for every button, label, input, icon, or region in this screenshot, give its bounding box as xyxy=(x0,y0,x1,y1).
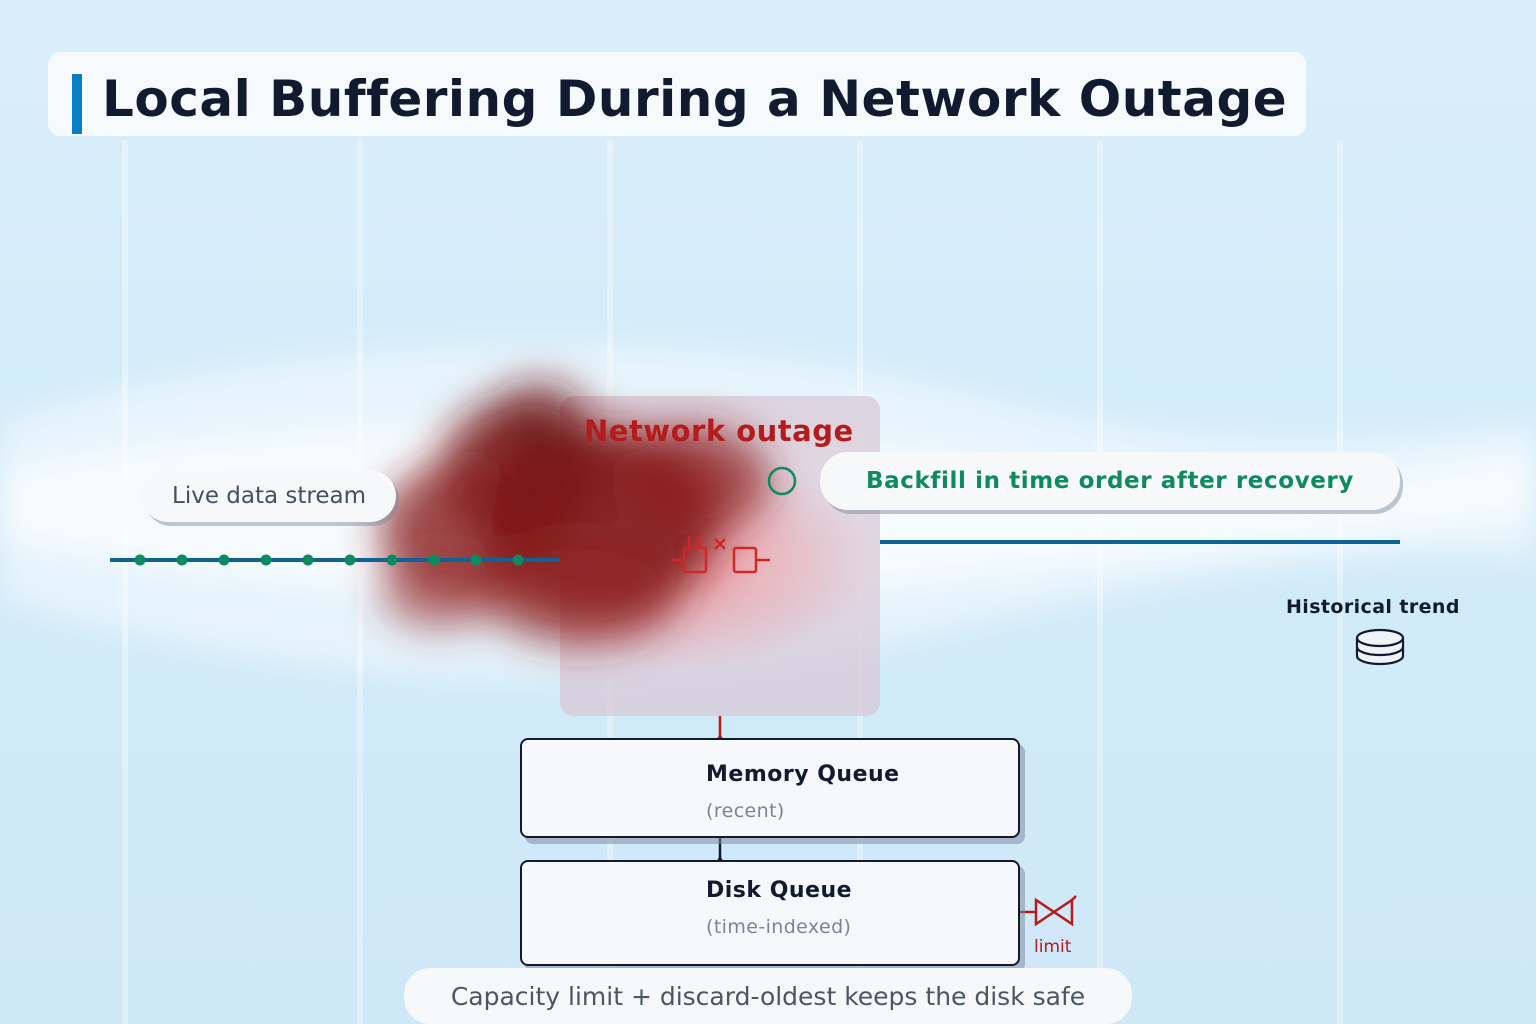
circle-marker-icon xyxy=(767,466,797,496)
disk-queue-title: Disk Queue xyxy=(706,878,853,903)
stream-data-point xyxy=(344,554,356,566)
title-accent-bar xyxy=(72,74,82,134)
stream-data-point xyxy=(134,554,146,566)
stream-data-point xyxy=(470,554,482,566)
memory-queue-title: Memory Queue xyxy=(706,762,900,787)
stream-data-point xyxy=(176,554,188,566)
memory-queue-box: Memory Queue (recent) xyxy=(520,738,1020,838)
stream-data-point xyxy=(302,554,314,566)
stream-data-point xyxy=(428,554,440,566)
stream-points xyxy=(134,554,524,566)
database-icon xyxy=(1355,628,1405,666)
outage-smoke-cloud xyxy=(380,380,770,645)
stream-data-point xyxy=(218,554,230,566)
stream-data-point xyxy=(512,554,524,566)
live-stream-label: Live data stream xyxy=(142,470,396,522)
broken-connection-icon xyxy=(672,536,770,574)
disk-queue-box: Disk Queue (time-indexed) xyxy=(520,860,1020,966)
page-title: Local Buffering During a Network Outage xyxy=(102,70,1288,128)
stream-data-point xyxy=(386,554,398,566)
memory-queue-subtitle: (recent) xyxy=(706,800,785,822)
limit-label: limit xyxy=(1034,937,1072,957)
disk-queue-subtitle: (time-indexed) xyxy=(706,916,852,938)
valve-icon xyxy=(1020,895,1077,927)
title-card: Local Buffering During a Network Outage xyxy=(48,52,1306,136)
stream-data-point xyxy=(260,554,272,566)
backfill-label: Backfill in time order after recovery xyxy=(820,452,1400,510)
outage-label: Network outage xyxy=(584,414,854,448)
caption: Capacity limit + discard-oldest keeps th… xyxy=(404,968,1132,1024)
historical-trend-label: Historical trend xyxy=(1286,596,1460,618)
